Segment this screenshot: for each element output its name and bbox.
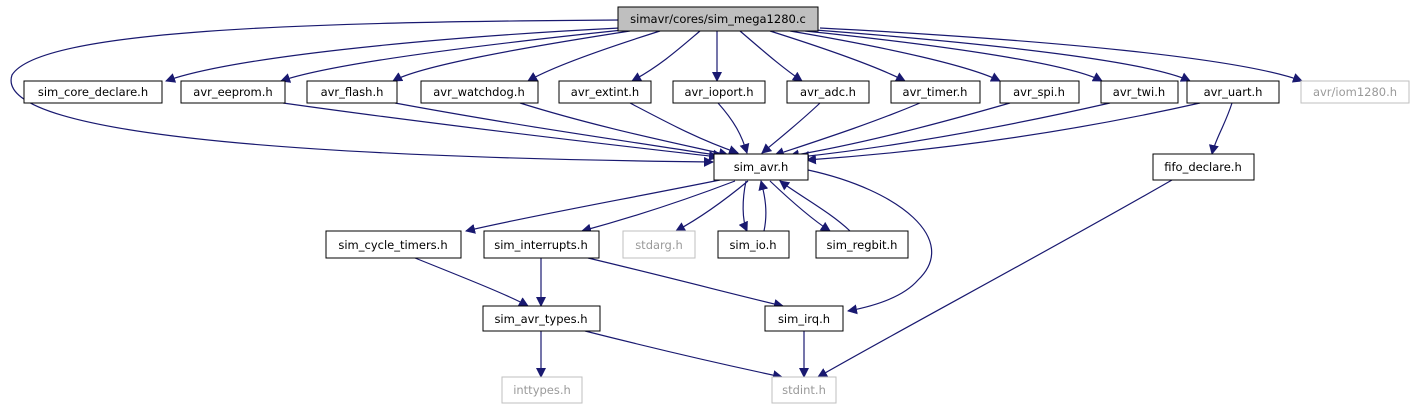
node-avr-ioport[interactable]: avr_ioport.h bbox=[672, 80, 766, 104]
svg-text:avr_flash.h: avr_flash.h bbox=[321, 85, 384, 99]
svg-text:avr_adc.h: avr_adc.h bbox=[800, 85, 856, 99]
svg-text:inttypes.h: inttypes.h bbox=[513, 383, 571, 397]
edge-sim-avr-to-sim-interrupts bbox=[581, 180, 736, 234]
svg-text:fifo_declare.h: fifo_declare.h bbox=[1164, 160, 1242, 174]
edge-root-to-avr-spi bbox=[789, 30, 1001, 82]
edge-root-to-sim-avr bbox=[10, 19, 714, 167]
node-avr-eeprom[interactable]: avr_eeprom.h bbox=[180, 80, 286, 104]
edge-sim-avr-types-to-stdint bbox=[584, 330, 783, 381]
svg-text:stdint.h: stdint.h bbox=[782, 383, 826, 397]
node-sim-io[interactable]: sim_io.h bbox=[717, 230, 790, 259]
edge-root-to-avr-uart bbox=[814, 29, 1191, 82]
svg-text:sim_core_declare.h: sim_core_declare.h bbox=[38, 85, 148, 99]
svg-text:sim_io.h: sim_io.h bbox=[729, 238, 776, 252]
svg-text:simavr/cores/sim_mega1280.c: simavr/cores/sim_mega1280.c bbox=[630, 12, 806, 26]
node-avr-adc[interactable]: avr_adc.h bbox=[786, 80, 870, 104]
svg-text:sim_avr_types.h: sim_avr_types.h bbox=[494, 312, 587, 326]
node-fifo-declare[interactable]: fifo_declare.h bbox=[1152, 153, 1255, 181]
node-sim-avr-types[interactable]: sim_avr_types.h bbox=[482, 305, 601, 332]
svg-text:avr_ioport.h: avr_ioport.h bbox=[684, 85, 753, 99]
node-avr-spi[interactable]: avr_spi.h bbox=[999, 80, 1080, 104]
edge-root-to-iom1280 bbox=[819, 27, 1303, 83]
node-avr-uart[interactable]: avr_uart.h bbox=[1186, 80, 1280, 104]
svg-text:sim_cycle_timers.h: sim_cycle_timers.h bbox=[338, 238, 447, 252]
node-sim-cycle-timers[interactable]: sim_cycle_timers.h bbox=[325, 230, 462, 259]
edge-sim-interrupts-to-sim-irq bbox=[587, 257, 784, 309]
edge-avr-ioport-to-sim-avr bbox=[717, 102, 750, 154]
svg-text:avr_twi.h: avr_twi.h bbox=[1113, 85, 1165, 99]
edge-sim-avr-to-sim-io bbox=[738, 180, 748, 232]
node-avr-watchdog[interactable]: avr_watchdog.h bbox=[420, 80, 539, 104]
svg-text:avr_spi.h: avr_spi.h bbox=[1013, 85, 1065, 99]
edge-root-to-sim-core-declare bbox=[165, 27, 621, 83]
edge-root-to-avr-extint bbox=[631, 30, 701, 82]
edge-avr-spi-to-sim-avr bbox=[789, 102, 1011, 160]
edge-sim-io-to-sim-avr bbox=[758, 180, 769, 232]
edge-root-to-avr-adc bbox=[739, 30, 803, 82]
svg-text:avr_timer.h: avr_timer.h bbox=[903, 85, 968, 99]
svg-text:sim_interrupts.h: sim_interrupts.h bbox=[494, 238, 588, 252]
node-sim-irq[interactable]: sim_irq.h bbox=[764, 305, 844, 332]
svg-text:avr_extint.h: avr_extint.h bbox=[571, 85, 639, 99]
node-sim-core-declare[interactable]: sim_core_declare.h bbox=[23, 80, 163, 104]
edge-sim-avr-to-stdarg bbox=[675, 180, 749, 232]
edge-fifo-declare-to-stdint bbox=[817, 179, 1173, 378]
node-inttypes[interactable]: inttypes.h bbox=[501, 376, 583, 404]
edge-sim-regbit-to-sim-avr bbox=[779, 180, 851, 232]
svg-text:stdarg.h: stdarg.h bbox=[635, 238, 683, 252]
node-sim-regbit[interactable]: sim_regbit.h bbox=[815, 230, 909, 259]
edge-sim-cycle-timers-to-sim-avr-types bbox=[414, 257, 529, 307]
svg-text:avr_eeprom.h: avr_eeprom.h bbox=[193, 85, 272, 99]
node-stdarg[interactable]: stdarg.h bbox=[622, 230, 696, 259]
edge-avr-flash-to-sim-avr bbox=[394, 102, 723, 160]
edge-avr-eeprom-to-sim-avr bbox=[282, 102, 719, 161]
edge-root-to-avr-watchdog bbox=[527, 30, 661, 82]
node-stdint[interactable]: stdint.h bbox=[771, 376, 837, 404]
edge-sim-avr-to-sim-cycle-timers bbox=[465, 179, 721, 234]
edge-root-to-avr-twi bbox=[804, 30, 1103, 82]
node-sim-interrupts[interactable]: sim_interrupts.h bbox=[483, 230, 600, 259]
node-avr-timer[interactable]: avr_timer.h bbox=[890, 80, 981, 104]
node-avr-extint[interactable]: avr_extint.h bbox=[558, 80, 652, 104]
node-avr-twi[interactable]: avr_twi.h bbox=[1100, 80, 1179, 104]
node-iom1280[interactable]: avr/iom1280.h bbox=[1300, 80, 1410, 104]
edge-sim-avr-to-sim-irq bbox=[807, 169, 933, 315]
edge-avr-uart-to-sim-avr bbox=[806, 102, 1201, 165]
edge-avr-twi-to-sim-avr bbox=[799, 102, 1111, 161]
edge-root-to-avr-flash bbox=[392, 30, 631, 82]
edge-root-to-avr-eeprom bbox=[280, 29, 624, 83]
edge-avr-adc-to-sim-avr bbox=[761, 102, 821, 154]
edge-avr-timer-to-sim-avr bbox=[774, 102, 921, 157]
svg-text:sim_regbit.h: sim_regbit.h bbox=[827, 238, 898, 252]
edge-root-to-avr-timer bbox=[769, 30, 906, 82]
node-root[interactable]: simavr/cores/sim_mega1280.c bbox=[617, 6, 819, 32]
edge-sim-avr-to-sim-regbit bbox=[769, 180, 831, 232]
svg-text:avr_watchdog.h: avr_watchdog.h bbox=[433, 85, 524, 99]
svg-text:sim_avr.h: sim_avr.h bbox=[734, 160, 789, 174]
svg-text:avr_uart.h: avr_uart.h bbox=[1204, 85, 1263, 99]
node-sim-avr[interactable]: sim_avr.h bbox=[713, 153, 809, 181]
svg-text:sim_irq.h: sim_irq.h bbox=[778, 312, 830, 326]
svg-text:avr/iom1280.h: avr/iom1280.h bbox=[1313, 85, 1397, 99]
edge-avr-watchdog-to-sim-avr bbox=[519, 102, 729, 158]
edge-avr-uart-to-fifo-declare bbox=[1209, 102, 1233, 155]
node-avr-flash[interactable]: avr_flash.h bbox=[306, 80, 398, 104]
edge-avr-extint-to-sim-avr bbox=[629, 102, 739, 155]
